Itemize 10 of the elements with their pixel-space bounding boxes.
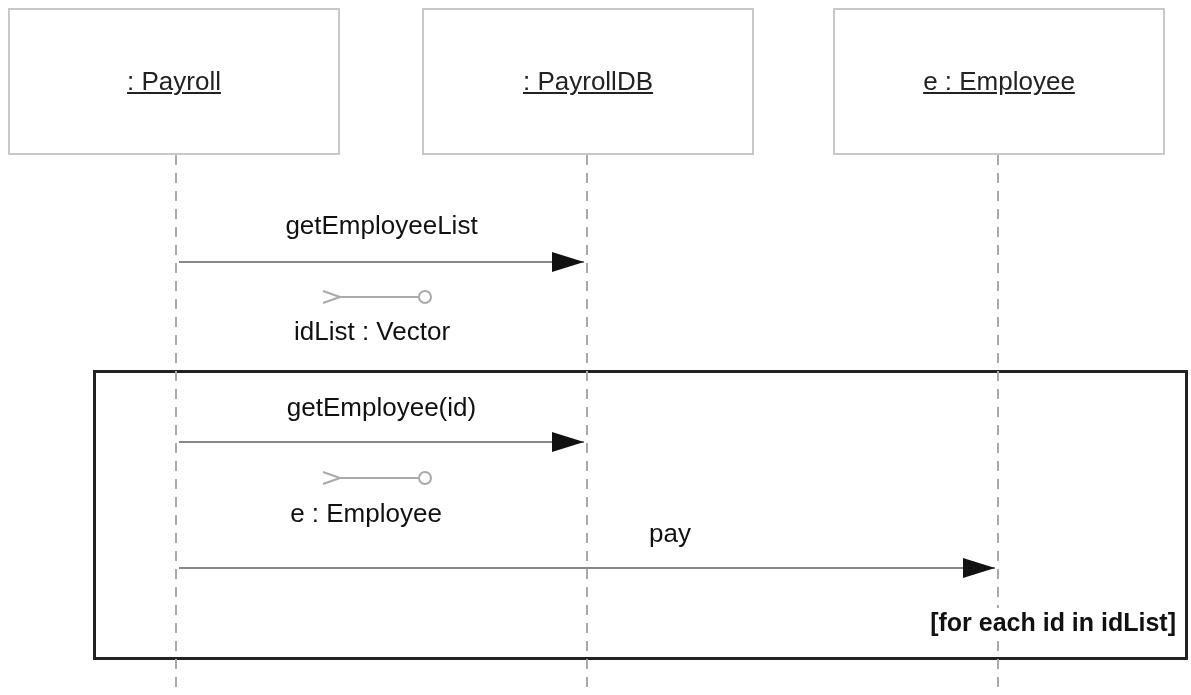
object-box <box>833 8 1165 155</box>
object-name: : PayrollDB <box>522 66 653 97</box>
message-arrow <box>178 252 585 272</box>
message-arrow <box>178 432 585 452</box>
object-name: : Payroll <box>127 66 221 97</box>
object-name: e : Employee <box>923 66 1075 97</box>
object-box <box>422 8 754 155</box>
object-box <box>8 8 340 155</box>
message-arrow <box>178 558 996 578</box>
guard-condition: [for each id in idList] <box>928 608 1178 637</box>
